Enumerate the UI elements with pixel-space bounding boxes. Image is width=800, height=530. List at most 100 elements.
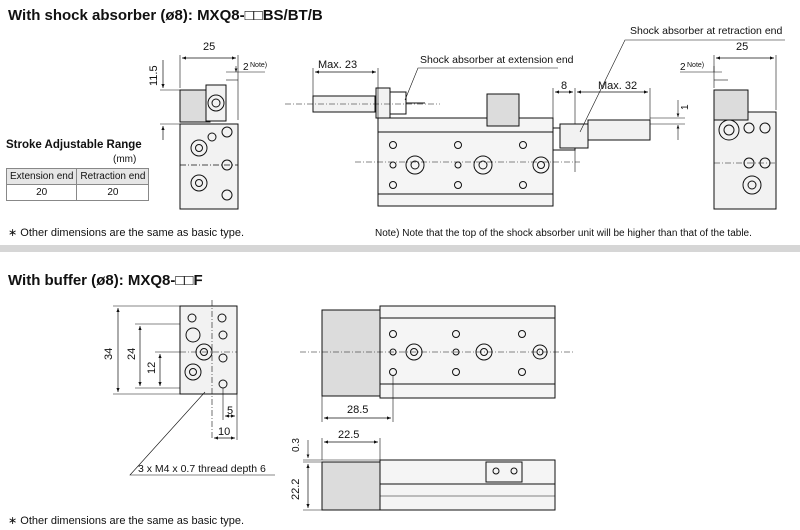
bolt-hole [218, 330, 228, 340]
port-circle [742, 175, 762, 195]
section2-heading: With buffer (ø8): MXQ8-□□F [8, 272, 203, 289]
dim-8: 8 [561, 80, 567, 92]
bore-inner [410, 160, 420, 170]
dim-28-5: 28.5 [347, 404, 368, 416]
heading-text: With shock absorber ( [8, 7, 166, 24]
ret-absorber-label: Shock absorber at retraction end [630, 25, 782, 37]
stroke-range-unit: (mm) [113, 154, 137, 165]
dim-2-right: 2 [680, 62, 686, 73]
note-sup-left: Note) [250, 62, 267, 69]
section1-heading: With shock absorber (ø8): MXQ8-□□BS/BT/B [8, 7, 323, 24]
bolt-hole [207, 132, 217, 142]
absorber-circle [207, 94, 225, 112]
heading-phi: ø8 [96, 272, 114, 289]
table-height-note: Note) Note that the top of the shock abs… [375, 228, 752, 239]
mount-hole [454, 161, 462, 169]
dim-1: 1 [680, 104, 691, 110]
heading-text: F [193, 272, 203, 289]
port-circle [190, 139, 208, 157]
table-inner [377, 131, 554, 195]
ext-absorber-label: Shock absorber at extension end [420, 54, 574, 66]
mount-hole [389, 181, 397, 189]
bore-inner [410, 348, 418, 356]
buffer-end-view [113, 300, 275, 476]
mount-hole [389, 348, 397, 356]
buffer-top-view [300, 305, 575, 422]
side-plate [485, 461, 523, 483]
dim-22-5: 22.5 [338, 429, 359, 441]
bore-inner [536, 348, 544, 356]
shock-absorber-block [713, 89, 749, 121]
port-inner [195, 179, 203, 187]
absorber-nut-right [559, 123, 589, 149]
bolt-hole [759, 122, 771, 134]
left-end-view [160, 55, 265, 210]
dim-34: 34 [103, 348, 115, 360]
bore-circle [473, 155, 493, 175]
bore-circle [405, 343, 423, 361]
stroke-range-table: Extension end Retraction end 20 20 [5, 168, 150, 201]
mount-hole [518, 368, 526, 376]
mount-hole [492, 467, 500, 475]
footnote-section1: ∗ Other dimensions are the same as basic… [8, 227, 245, 239]
dim-max-32: Max. 32 [598, 80, 637, 92]
dim-22-2: 22.2 [290, 479, 302, 500]
note-sup-right: Note) [687, 62, 704, 69]
leader-ext-absorber [404, 67, 558, 101]
dim-12: 12 [146, 362, 158, 374]
absorber-lock-left [389, 91, 407, 115]
absorber-body-right [587, 119, 651, 141]
bore-inner [537, 161, 545, 169]
bore-circle [475, 343, 493, 361]
bolt-hole [218, 353, 228, 363]
dim-0-3: 0.3 [291, 438, 302, 452]
buffer-block [321, 461, 381, 511]
bolt-hole [187, 313, 197, 323]
port-circle [190, 174, 208, 192]
absorber-inner [723, 124, 735, 136]
bolt-hole [217, 313, 227, 323]
mount-hole [389, 368, 397, 376]
mount-hole [518, 330, 526, 338]
dim-2-left: 2 [243, 62, 249, 73]
dim-24: 24 [126, 348, 138, 360]
section-separator [0, 245, 800, 252]
bore-circle [405, 155, 425, 175]
bore-inner [480, 348, 488, 356]
body-side [379, 483, 556, 511]
dim-10: 10 [218, 426, 230, 438]
thread-leader [129, 391, 275, 476]
buffer-side-view [303, 438, 556, 511]
bore-circle [532, 344, 548, 360]
leader-ret-absorber [579, 39, 785, 133]
value-extension-end: 20 [5, 184, 78, 201]
bolt-hole [221, 189, 233, 201]
end-body [179, 123, 239, 210]
bolt-hole [221, 126, 233, 138]
port-circle [185, 327, 201, 343]
footnote-section2: ∗ Other dimensions are the same as basic… [8, 515, 245, 527]
dim-25-left: 25 [203, 41, 215, 53]
value-retraction-end: 20 [76, 184, 150, 201]
dim-5: 5 [227, 405, 233, 417]
bore-inner [478, 160, 488, 170]
right-end-view [680, 55, 777, 210]
mount-hole [389, 161, 397, 169]
port-inner [747, 180, 757, 190]
mount-hole [452, 348, 460, 356]
table-side [379, 459, 556, 485]
mount-hole [454, 141, 462, 149]
mount-hole [454, 181, 462, 189]
bolt-hole [743, 122, 755, 134]
dim-max-23: Max. 23 [318, 59, 357, 71]
ext-absorber-block [486, 93, 520, 127]
absorber-inner [211, 98, 221, 108]
table-inner [379, 317, 556, 385]
port-inner [195, 144, 203, 152]
mount-hole [389, 330, 397, 338]
port-circle [184, 363, 202, 381]
mount-hole [452, 330, 460, 338]
dim-25-right: 25 [736, 41, 748, 53]
heading-text: BS/BT/B [262, 7, 323, 24]
